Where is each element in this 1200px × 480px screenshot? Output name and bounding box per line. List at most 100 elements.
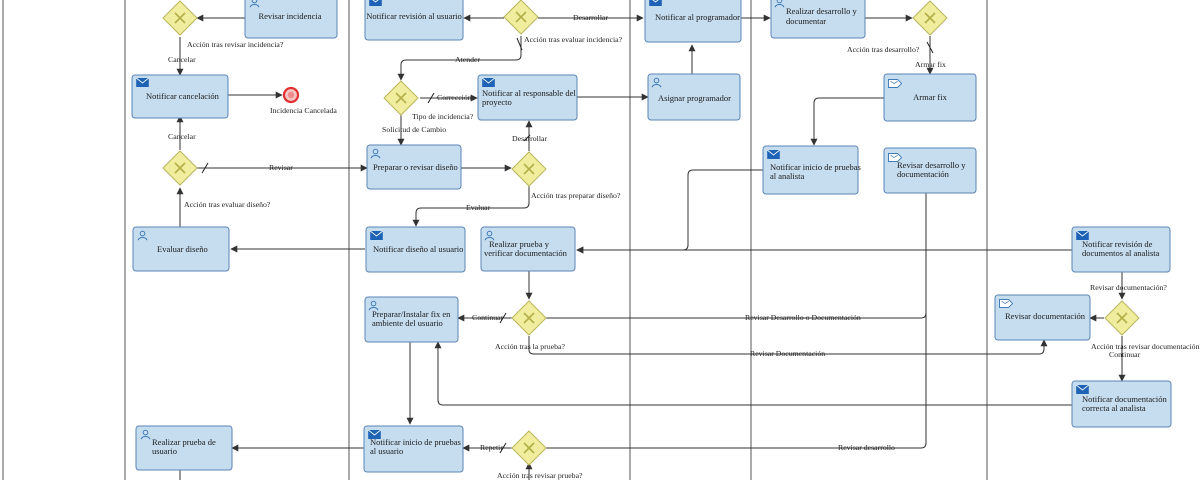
task-label: correcta al analista (1082, 403, 1146, 413)
task-label: Preparar/Instalar fix en (372, 309, 451, 319)
exclusive-gateway[interactable] (511, 300, 547, 336)
flow (576, 169, 763, 254)
task-label: Notificar revisión de (1082, 239, 1153, 249)
gateway-label: Revisar documentación? (1090, 283, 1167, 292)
gateway-label: Acción tras la prueba? (495, 342, 565, 351)
task-label: Notificar inicio de pruebas (770, 162, 861, 172)
flow (546, 185, 930, 449)
task-notificar-inicio-usuario[interactable]: Notificar inicio de pruebas al usuario (363, 425, 464, 473)
task-realizar-prueba-usuario[interactable]: Realizar prueba de usuario (135, 425, 233, 471)
task-revisar-desarrollo[interactable]: Revisar desarrollo y documentación (883, 147, 977, 194)
task-label: verificar documentación (484, 248, 568, 258)
task-label: Notificar diseño al usuario (373, 244, 463, 254)
flow-labels: Acción tras revisar incidencia? Cancelar… (168, 13, 1200, 480)
task-realizar-prueba-verificar[interactable]: Realizar prueba y verificar documentació… (480, 226, 576, 272)
flow-label: Evaluar (466, 203, 491, 212)
task-label: Asignar programador (658, 93, 731, 103)
gateway-label: Acción tras desarrollo? (847, 45, 920, 54)
gateway-label: Acción tras revisar incidencia? (187, 40, 284, 49)
flow (412, 186, 530, 227)
task-label: Revisar incidencia (258, 11, 321, 21)
flow (546, 185, 930, 319)
task-notificar-disenio-usuario[interactable]: Notificar diseño al usuario (365, 226, 466, 273)
task-label: al usuario (370, 446, 403, 456)
task-label: Notificar cancelación (146, 91, 220, 101)
task-notificar-cancelacion[interactable]: Notificar cancelación (131, 74, 229, 119)
send-message-icon (369, 0, 382, 6)
default-marker (201, 162, 209, 174)
task-notificar-revision-usuario[interactable]: Notificar revisión al usuario (364, 0, 464, 41)
task-label: Evaluar diseño (157, 244, 208, 254)
task-label: documentación (897, 169, 950, 179)
send-message-icon (649, 0, 662, 6)
flow-label: Cancelar (168, 132, 196, 141)
flow-label: Revisar Desarrollo o Documentación (745, 313, 861, 322)
task-notificar-programador[interactable]: Notificar al programador (644, 0, 742, 43)
end-event-cancelada[interactable] (282, 86, 300, 104)
task-notificar-responsable[interactable]: Notificar al responsable del proyecto (477, 74, 578, 121)
exclusive-gateway[interactable] (383, 80, 419, 116)
task-label: Revisar desarrollo y (897, 160, 966, 170)
gateway-label: Acción tras revisar prueba? (497, 471, 583, 480)
gateway-label: Acción tras evaluar incidencia? (524, 35, 623, 44)
task-label: Notificar inicio de pruebas (370, 437, 461, 447)
task-realizar-desarrollo[interactable]: Realizar desarrollo y documentar (770, 0, 866, 39)
send-message-icon (136, 78, 149, 87)
task-preparar-disenio[interactable]: Preparar o revisar diseño (366, 144, 462, 190)
default-marker (516, 37, 523, 51)
default-marker (499, 312, 507, 324)
flow-label: Corrección (437, 93, 472, 102)
task-label: Realizar prueba de (152, 437, 216, 447)
send-message-icon (370, 231, 383, 240)
task-label: documentar (786, 16, 826, 26)
send-message-icon (767, 150, 780, 159)
default-marker (523, 134, 531, 142)
flow (528, 336, 1048, 355)
task-notificar-documentacion-correcta[interactable]: Notificar documentación correcta al anal… (1071, 380, 1172, 428)
exclusive-gateway[interactable] (511, 430, 547, 466)
task-label: Revisar documentación (1005, 311, 1086, 321)
event-label: Incidencia Cancelada (270, 106, 337, 115)
task-label: Preparar o revisar diseño (373, 162, 458, 172)
send-message-icon (482, 78, 495, 87)
task-label: Notificar al responsable del (482, 88, 576, 98)
gateways (162, 0, 1140, 466)
gateway-label: Acción tras preparar diseño? (531, 191, 621, 200)
task-label: Realizar prueba y (489, 239, 550, 249)
sequence-flows (176, 14, 1126, 480)
task-preparar-instalar-fix[interactable]: Preparar/Instalar fix en ambiente del us… (364, 296, 459, 343)
task-revisar-incidencia[interactable]: Revisar incidencia (244, 0, 338, 39)
exclusive-gateway[interactable] (511, 151, 547, 187)
task-label: documentos al analista (1082, 248, 1160, 258)
exclusive-gateway[interactable] (912, 0, 948, 36)
flow-label: Cancelar (168, 55, 196, 64)
flow (397, 36, 522, 81)
exclusive-gateway[interactable] (162, 150, 198, 186)
exclusive-gateway[interactable] (162, 0, 198, 36)
default-marker (427, 92, 435, 104)
exclusive-gateway[interactable] (1104, 300, 1140, 336)
send-message-icon (1076, 385, 1089, 394)
task-revisar-documentacion[interactable]: Revisar documentación (994, 294, 1091, 341)
task-notificar-revision-documentos[interactable]: Notificar revisión de documentos al anal… (1071, 226, 1171, 273)
lane-dividers (2, 0, 988, 480)
exclusive-gateway[interactable] (503, 0, 539, 35)
task-label: al analista (770, 171, 804, 181)
gateway-label: Acción tras revisar documentación? (1091, 342, 1200, 351)
task-label: Armar fix (913, 92, 948, 102)
task-label: Realizar desarrollo y (786, 6, 858, 16)
task-armar-fix[interactable]: Armar fix (883, 73, 977, 122)
task-evaluar-disenio[interactable]: Evaluar diseño (132, 226, 230, 272)
task-label: ambiente del usuario (372, 318, 443, 328)
task-asignar-programador[interactable]: Asignar programador (647, 73, 741, 121)
task-label: usuario (152, 446, 177, 456)
default-marker (926, 41, 934, 54)
gateway-label: Tipo de incidencia? (412, 112, 474, 121)
flow-label: Continuar (472, 313, 504, 322)
default-flow-markers (201, 37, 934, 454)
flow-label: Desarrollar (573, 13, 608, 22)
task-notificar-inicio-analista[interactable]: Notificar inicio de pruebas al analista (762, 145, 861, 195)
task-label: proyecto (482, 97, 512, 107)
flow (810, 97, 884, 146)
